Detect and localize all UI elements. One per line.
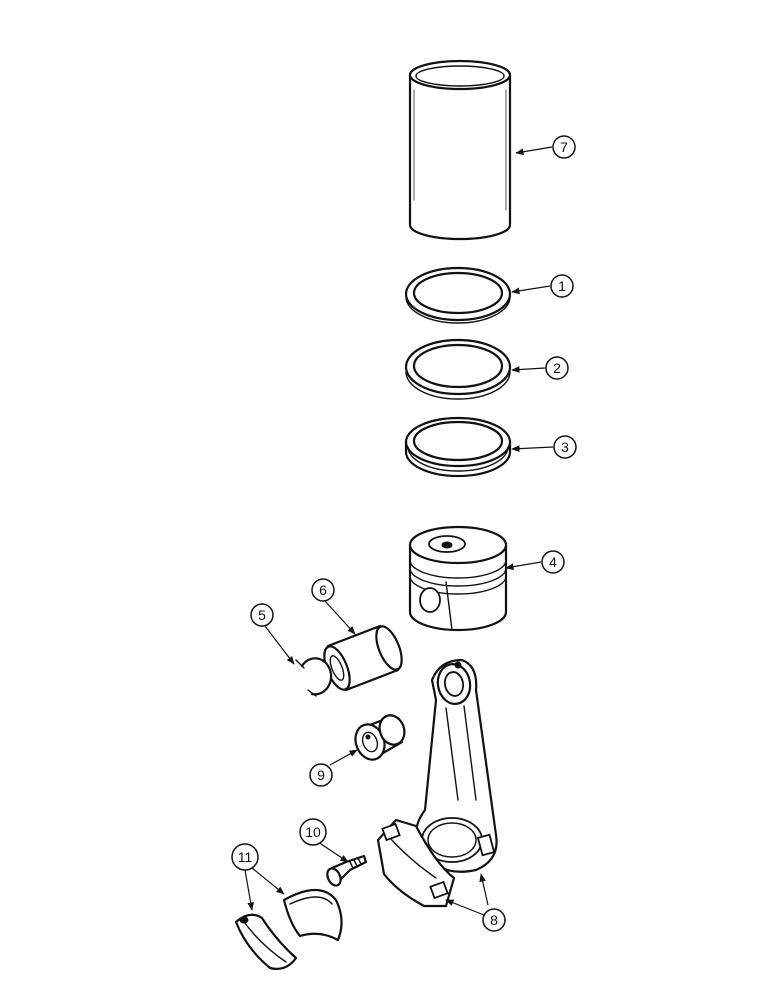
callout-8-label: 8	[490, 912, 498, 928]
callout-9: 9	[309, 763, 333, 787]
callout-2: 2	[545, 356, 569, 380]
callout-9-label: 9	[317, 767, 325, 783]
callout-5: 5	[250, 603, 274, 627]
callout-3: 3	[553, 435, 577, 459]
piston-pin	[323, 624, 403, 692]
piston-ring-top	[404, 266, 512, 324]
bearing-shell-upper	[282, 888, 343, 942]
piston	[408, 525, 508, 632]
piston-pin-bushing	[354, 714, 406, 761]
callout-11-label: 11	[238, 849, 253, 865]
cylinder-liner	[408, 59, 512, 241]
callout-6: 6	[311, 578, 335, 602]
connecting-rod	[414, 658, 498, 873]
callout-4-label: 4	[549, 554, 557, 570]
connecting-rod-cap	[376, 818, 456, 908]
callout-2-label: 2	[553, 360, 561, 376]
callout-4: 4	[541, 550, 565, 574]
snap-ring	[295, 657, 333, 697]
callout-7: 7	[552, 135, 576, 159]
callout-8: 8	[482, 908, 506, 932]
callout-6-label: 6	[319, 582, 327, 598]
callout-5-label: 5	[258, 607, 266, 623]
oil-control-ring	[404, 416, 512, 478]
callout-leaders	[244, 146, 554, 916]
callout-10-label: 10	[305, 824, 321, 840]
callout-3-label: 3	[561, 439, 569, 455]
bearing-shell-lower	[234, 913, 298, 970]
callout-1-label: 1	[558, 278, 566, 294]
piston-ring-middle	[404, 338, 512, 400]
callout-1: 1	[550, 274, 574, 298]
callout-7-label: 7	[560, 139, 568, 155]
callout-11: 11	[231, 843, 259, 871]
callout-10: 10	[299, 818, 327, 846]
